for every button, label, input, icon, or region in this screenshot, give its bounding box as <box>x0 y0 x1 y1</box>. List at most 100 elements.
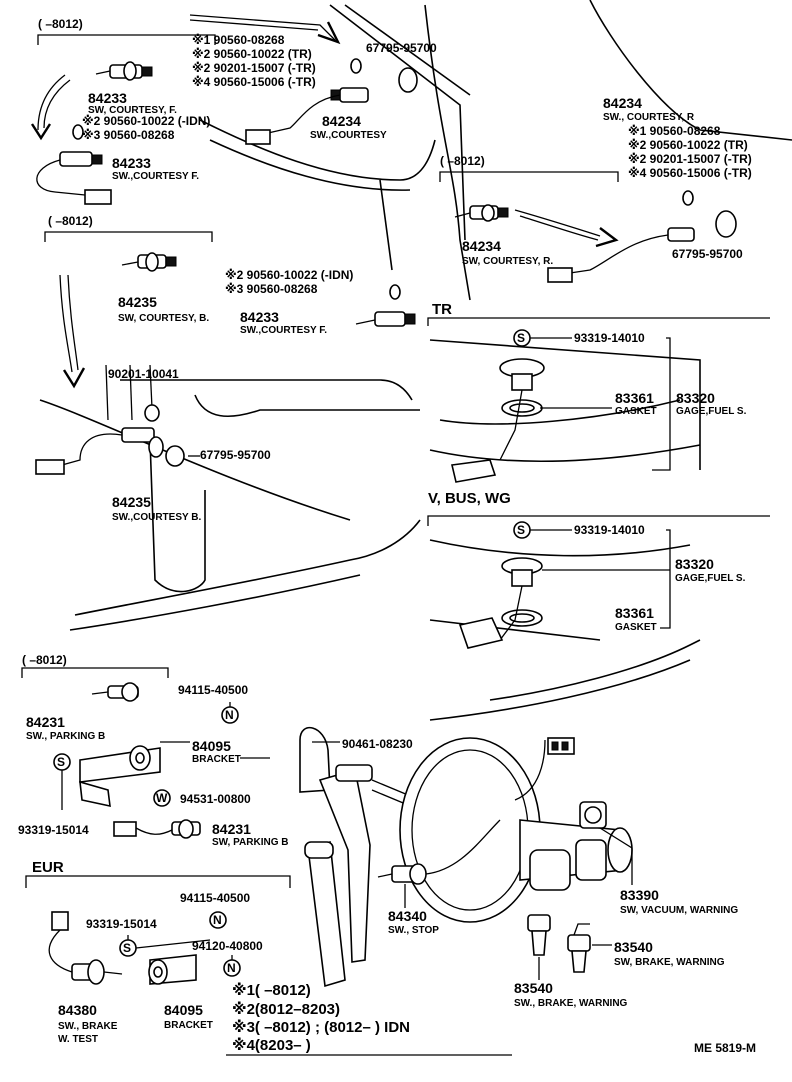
part-83320-b-name: GAGE,FUEL S. <box>675 573 746 584</box>
arrow-top-right <box>189 14 341 45</box>
part-84235-a-name: SW, COURTESY, B. <box>118 313 209 324</box>
svg-text:N: N <box>213 913 222 927</box>
tr-bracket <box>427 317 770 326</box>
stack-line: ※1 90560-08268 <box>192 33 285 47</box>
s-symbol-1: S <box>513 329 531 347</box>
s-symbol-3: S <box>53 753 71 771</box>
part-84380: 84380 <box>58 1002 97 1018</box>
part-83540-a: 83540 <box>614 939 653 955</box>
switch-84231-upper[interactable] <box>91 682 139 702</box>
number-93319-c: 93319-15014 <box>18 823 89 837</box>
switch-84340[interactable] <box>377 819 501 885</box>
part-84233-a-name: SW, COURTESY, F. <box>88 105 177 116</box>
svg-text:S: S <box>517 523 525 537</box>
part-84095-a-name: BRACKET <box>192 754 241 765</box>
part-84231-a: 84231 <box>26 714 65 730</box>
switch-84380[interactable] <box>48 911 123 985</box>
stack-line: ※2 90560-10022 (-IDN) <box>82 114 210 128</box>
number-90201: 90201-10041 <box>108 367 179 381</box>
svg-text:N: N <box>225 708 234 722</box>
switch-84231-lower[interactable] <box>113 819 201 839</box>
vehicle-body-outline <box>39 0 792 721</box>
group-label: ( –8012) <box>440 154 485 168</box>
switch-84235-lower[interactable] <box>35 364 185 475</box>
part-84233-a: 84233 <box>88 90 127 106</box>
part-84233-b: 84233 <box>112 155 151 171</box>
part-84340: 84340 <box>388 908 427 924</box>
brake-pedal-assembly <box>299 726 421 988</box>
part-83361-a-name: GASKET <box>615 406 657 417</box>
part-84340-name: SW., STOP <box>388 925 439 936</box>
part-84234-b-name: SW., COURTESY, R <box>603 112 695 123</box>
stack-line: ※2 90201-15007 (-TR) <box>628 152 752 166</box>
group-bracket-4 <box>21 667 169 678</box>
number-94120: 94120-40800 <box>192 939 263 953</box>
group-label-vbus: V, BUS, WG <box>428 490 511 507</box>
stack-line: ※4 90560-15006 (-TR) <box>628 166 752 180</box>
svg-text:S: S <box>57 755 65 769</box>
connector-upper <box>547 737 575 755</box>
eur-bracket <box>25 875 291 888</box>
stack-line: ※4 90560-15006 (-TR) <box>192 75 316 89</box>
part-83540-a-name: SW, BRAKE, WARNING <box>614 957 725 968</box>
footnote-1: ※1( –8012) <box>232 981 311 999</box>
footnote-3: ※3( –8012) ; (8012– ) IDN <box>232 1018 410 1036</box>
switch-84233-mid[interactable] <box>355 284 416 327</box>
page-reference: ME 5819-M <box>694 1041 756 1055</box>
switch-84234-upper[interactable] <box>245 58 418 145</box>
part-84234-c: 84234 <box>462 238 501 254</box>
number-93319-d: 93319-15014 <box>86 917 157 931</box>
stack-line: ※2 90201-15007 (-TR) <box>192 61 316 75</box>
svg-text:S: S <box>517 331 525 345</box>
stack-line: ※1 90560-08268 <box>628 124 721 138</box>
part-84231-b-name: SW, PARKING B <box>212 837 288 848</box>
switch-83540-left[interactable] <box>527 914 551 956</box>
n-symbol-3: N <box>223 959 241 977</box>
arrow-left-down <box>30 74 71 141</box>
part-84231-b: 84231 <box>212 821 251 837</box>
svg-text:S: S <box>123 941 131 955</box>
part-83320-b: 83320 <box>675 556 714 572</box>
bracket-84095-b[interactable] <box>148 954 197 985</box>
group-label-eur: EUR <box>32 859 64 876</box>
part-84380-name2: W. TEST <box>58 1034 98 1045</box>
number-93319-b: 93319-14010 <box>574 523 645 537</box>
switch-84234-lower[interactable] <box>454 190 737 283</box>
svg-text:W: W <box>156 791 168 805</box>
footnote-2: ※2(8012–8203) <box>232 1000 340 1018</box>
number-90461: 90461-08230 <box>342 737 413 751</box>
brake-booster <box>399 737 633 923</box>
footnote-4: ※4(8203– ) <box>232 1036 311 1054</box>
fuel-sender-tr[interactable] <box>451 358 545 483</box>
switch-84233-lower[interactable] <box>36 124 112 205</box>
stack-line: ※2 90560-10022 (TR) <box>628 138 748 152</box>
number-67795-a: 67795-95700 <box>366 41 437 55</box>
part-83361-b: 83361 <box>615 605 654 621</box>
part-83540-b: 83540 <box>514 980 553 996</box>
part-83361-a: 83361 <box>615 390 654 406</box>
part-84095-a: 84095 <box>192 738 231 754</box>
number-94115-a: 94115-40500 <box>178 683 248 697</box>
switch-84233-upper[interactable] <box>95 61 153 81</box>
part-84233-c: 84233 <box>240 309 279 325</box>
w-symbol: W <box>153 789 171 807</box>
part-84234-c-name: SW, COURTESY, R. <box>462 256 553 267</box>
number-67795-b: 67795-95700 <box>672 247 743 261</box>
switch-83390[interactable] <box>579 801 607 829</box>
bracket-84095-a[interactable] <box>79 745 161 808</box>
part-84234-a: 84234 <box>322 113 361 129</box>
switch-84235-upper[interactable] <box>121 252 177 272</box>
part-84234-a-name: SW.,COURTESY <box>310 130 387 141</box>
n-symbol-2: N <box>209 911 227 929</box>
switch-83540-right[interactable] <box>567 923 591 973</box>
vbus-bracket <box>427 515 770 526</box>
number-94531: 94531-00800 <box>180 792 251 806</box>
part-84233-b-name: SW.,COURTESY F. <box>112 171 199 182</box>
fuel-sender-vbus[interactable] <box>458 557 543 649</box>
group-label: ( –8012) <box>38 17 83 31</box>
group-label: ( –8012) <box>48 214 93 228</box>
s-symbol-4: S <box>119 939 137 957</box>
stack-line: ※2 90560-10022 (TR) <box>192 47 312 61</box>
